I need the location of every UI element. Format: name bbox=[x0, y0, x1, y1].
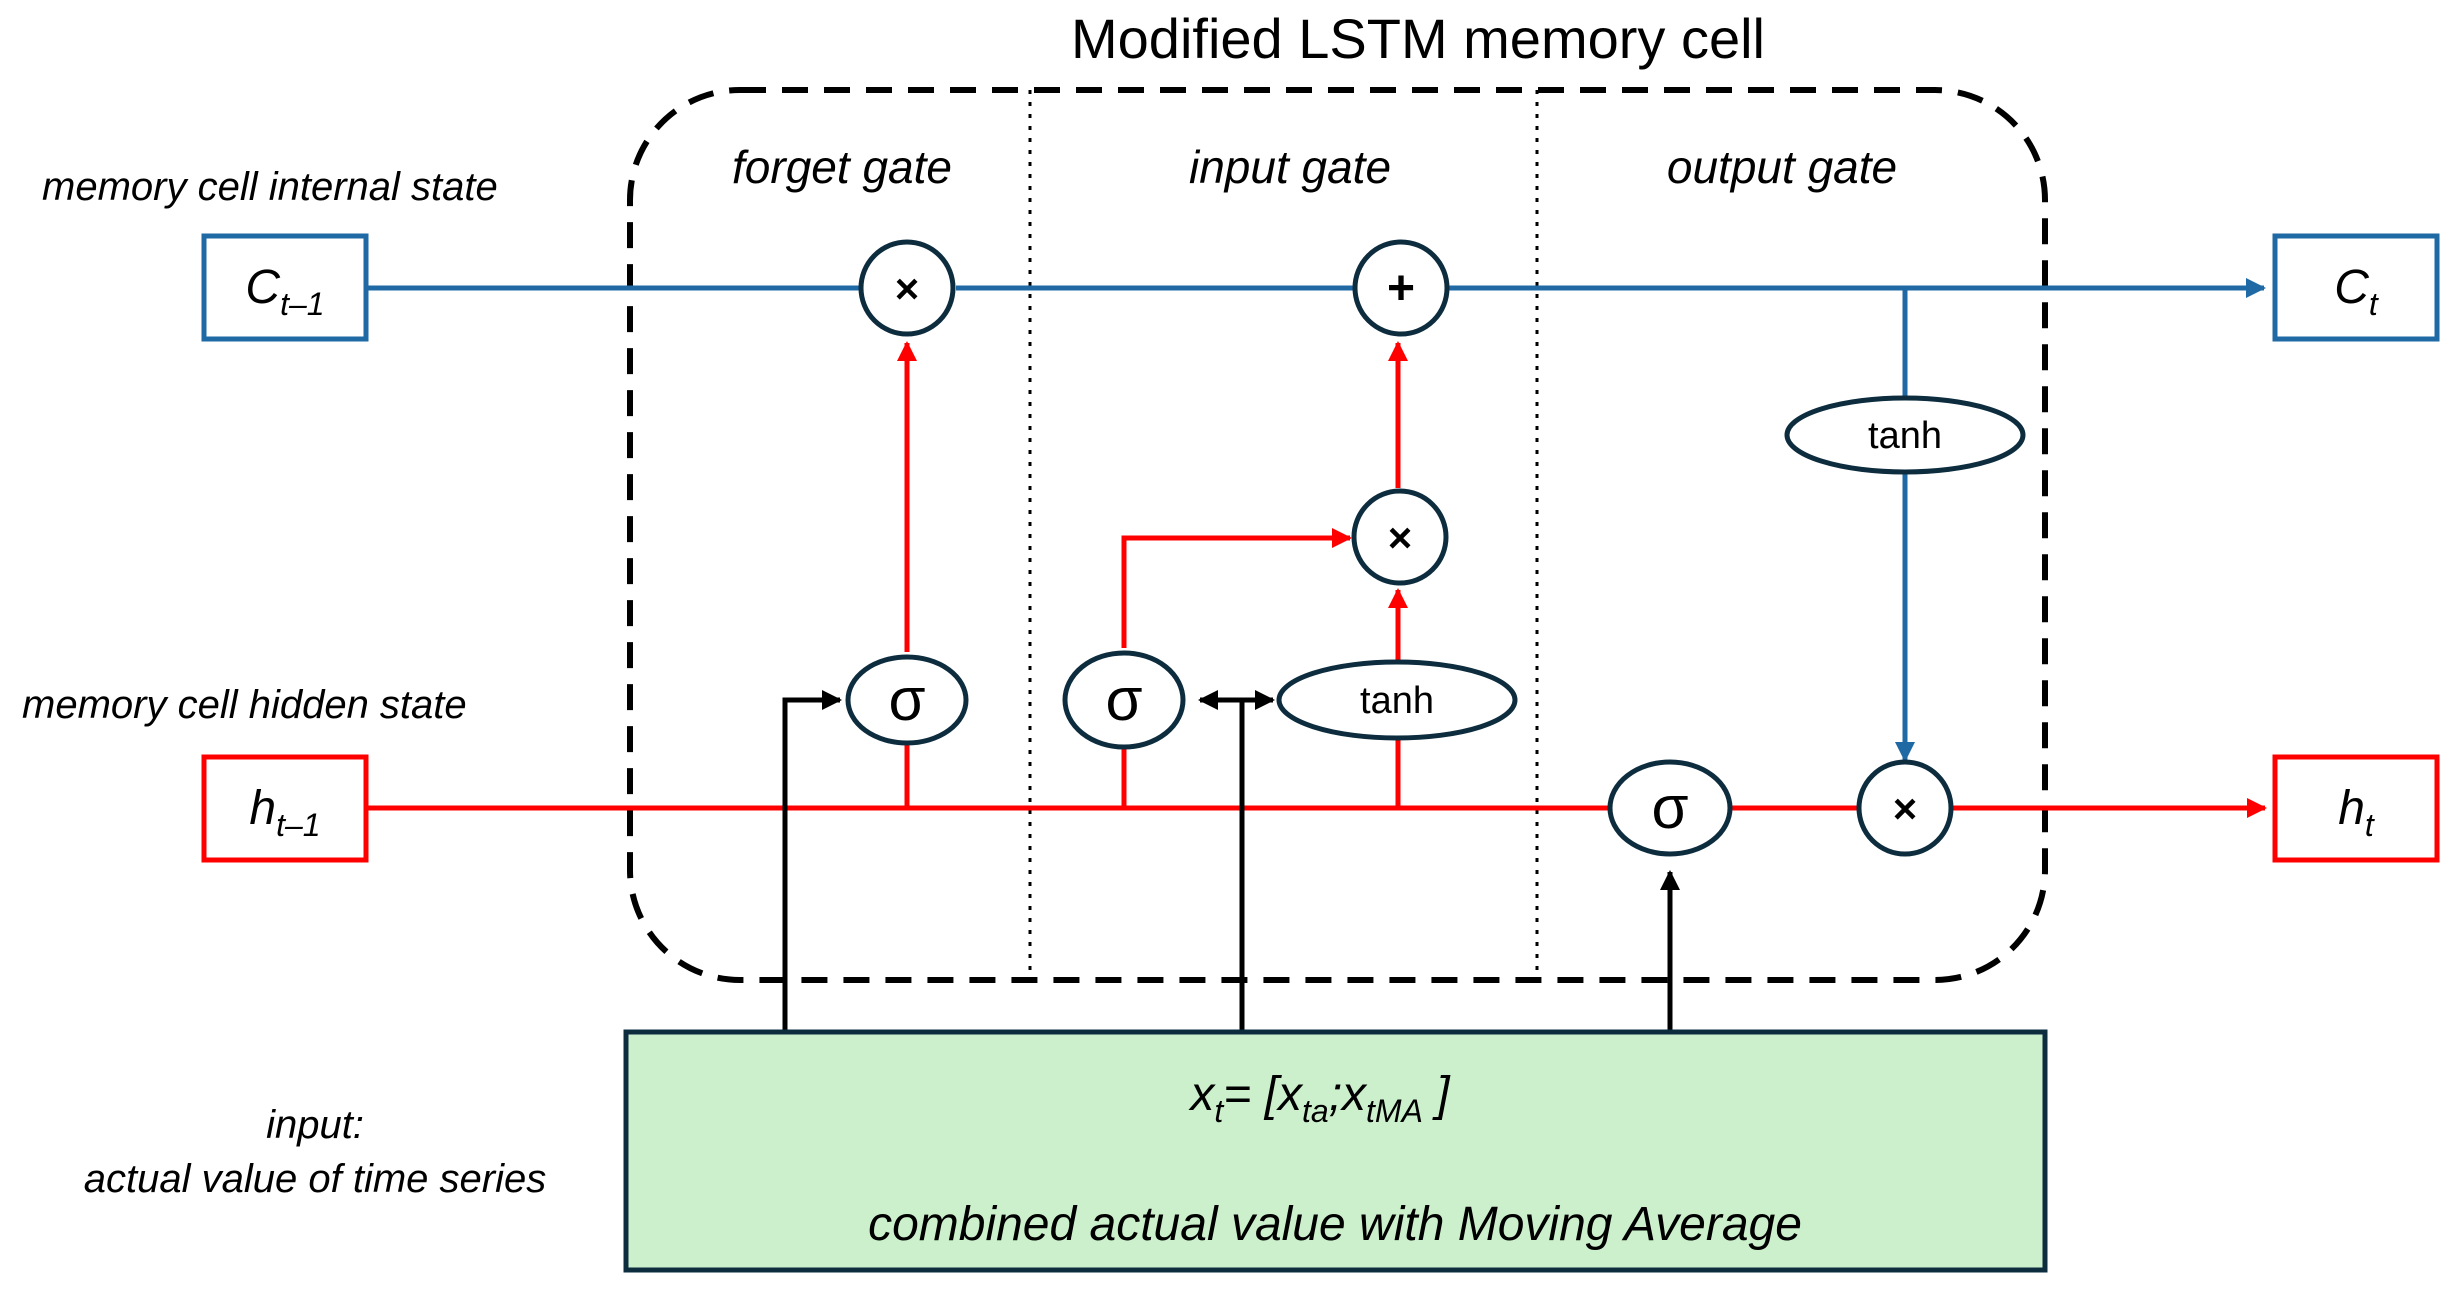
output-tanh-node bbox=[1784, 395, 2026, 475]
c-next-box bbox=[2272, 233, 2440, 342]
output-gate-label: output gate bbox=[1667, 141, 1897, 193]
input-caption: combined actual value with Moving Averag… bbox=[868, 1198, 1802, 1251]
hidden-state-label: memory cell hidden state bbox=[22, 683, 467, 727]
input-multiply-node bbox=[1351, 488, 1449, 586]
c-prev-label: Ct–1 bbox=[245, 261, 324, 322]
input-tanh-node bbox=[1276, 659, 1518, 741]
input-multiply-symbol: × bbox=[1388, 514, 1413, 561]
c-next-label: Ct bbox=[2334, 261, 2379, 322]
input-sigma-node bbox=[1062, 650, 1186, 750]
add-node bbox=[1352, 239, 1450, 337]
output-sigma-symbol: σ bbox=[1651, 774, 1688, 841]
forget-sigma-node bbox=[845, 654, 969, 746]
output-tanh-label: tanh bbox=[1868, 415, 1942, 457]
c-prev-box bbox=[201, 233, 369, 342]
add-symbol: + bbox=[1387, 262, 1415, 315]
input-label-line2: actual value of time series bbox=[84, 1157, 546, 1201]
forget-multiply-symbol: × bbox=[895, 265, 920, 312]
forget-multiply-node bbox=[858, 239, 956, 337]
input-sigma-symbol: σ bbox=[1105, 666, 1142, 733]
cell-boundary bbox=[627, 87, 2048, 983]
input-tanh-label: tanh bbox=[1360, 680, 1434, 722]
diagram-title: Modified LSTM memory cell bbox=[1071, 7, 1765, 70]
h-prev-box bbox=[201, 754, 369, 863]
input-gate-label: input gate bbox=[1189, 141, 1391, 193]
input-to-forget-sigma-line bbox=[782, 690, 842, 1032]
input-formula: xt= [xta;xtMA ] bbox=[1188, 1068, 1451, 1129]
forget-sigma-symbol: σ bbox=[888, 666, 925, 733]
output-multiply-symbol: × bbox=[1893, 785, 1918, 832]
input-label-line1: input: bbox=[266, 1103, 364, 1147]
internal-state-label: memory cell internal state bbox=[42, 165, 498, 209]
h-prev-label: ht–1 bbox=[249, 782, 320, 843]
input-box bbox=[623, 1029, 2048, 1273]
h-next-label: ht bbox=[2338, 782, 2375, 843]
input-sigma-to-mult-line bbox=[1121, 528, 1352, 648]
h-next-box bbox=[2272, 754, 2440, 863]
forget-gate-label: forget gate bbox=[732, 141, 952, 193]
output-multiply-node bbox=[1856, 759, 1954, 857]
output-sigma-node bbox=[1607, 759, 1733, 857]
